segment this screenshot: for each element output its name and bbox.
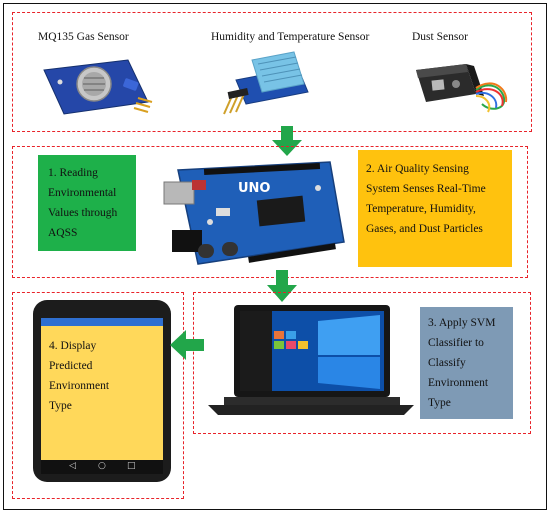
step4-box: 4. Display Predicted Environment Type xyxy=(41,326,163,460)
smartphone-image: 4. Display Predicted Environment Type ◁ … xyxy=(33,300,171,482)
sensors-panel xyxy=(12,12,532,132)
dust-sensor-image xyxy=(410,50,510,120)
step3-line-2: Classifier to xyxy=(428,337,484,349)
humidity-label: Humidity and Temperature Sensor xyxy=(211,31,370,43)
uno-logo-text: UNO xyxy=(238,181,271,196)
step4-line-4: Type xyxy=(49,400,72,412)
step2-line-3: Temperature, Humidity, xyxy=(366,203,476,215)
step4-line-3: Environment xyxy=(49,380,110,392)
mq135-label: MQ135 Gas Sensor xyxy=(38,31,129,43)
step3-line-3: Classify xyxy=(428,357,466,369)
laptop-image xyxy=(208,305,414,415)
step1-line-4: AQSS xyxy=(48,227,78,239)
down-arrow-1 xyxy=(272,126,302,156)
nav-home-icon: ○ xyxy=(98,461,106,471)
step2-line-2: System Senses Real-Time xyxy=(366,183,486,195)
nav-back-icon: ◁ xyxy=(69,461,76,471)
phone-status-bar xyxy=(41,318,163,326)
down-arrow-2 xyxy=(267,270,297,302)
step2-line-4: Gases, and Dust Particles xyxy=(366,223,483,235)
step2-box: 2. Air Quality Sensing System Senses Rea… xyxy=(358,150,512,267)
step3-line-5: Type xyxy=(428,397,451,409)
left-arrow xyxy=(170,330,204,360)
step4-line-2: Predicted xyxy=(49,360,93,372)
step4-line-1: 4. Display xyxy=(49,340,97,352)
step3-box: 3. Apply SVM Classifier to Classify Envi… xyxy=(420,307,513,419)
mq135-sensor-image xyxy=(36,52,156,122)
step1-line-2: Environmental xyxy=(48,187,117,199)
step1-box: 1. Reading Environmental Values through … xyxy=(38,155,136,251)
step3-line-4: Environment xyxy=(428,377,489,389)
phone-panel xyxy=(12,292,184,499)
phone-nav-bar xyxy=(41,460,163,474)
outer-frame xyxy=(3,3,547,510)
arduino-uno-image: UNO xyxy=(158,158,350,270)
step1-line-3: Values through xyxy=(48,207,118,219)
humidity-sensor-image xyxy=(222,50,332,120)
step3-line-1: 3. Apply SVM xyxy=(428,317,496,329)
nav-recent-icon: □ xyxy=(127,461,136,471)
step1-line-1: 1. Reading xyxy=(48,167,98,179)
arduino-panel xyxy=(12,146,528,278)
dust-label: Dust Sensor xyxy=(412,31,468,43)
laptop-panel xyxy=(193,292,531,434)
step2-line-1: 2. Air Quality Sensing xyxy=(366,163,469,175)
